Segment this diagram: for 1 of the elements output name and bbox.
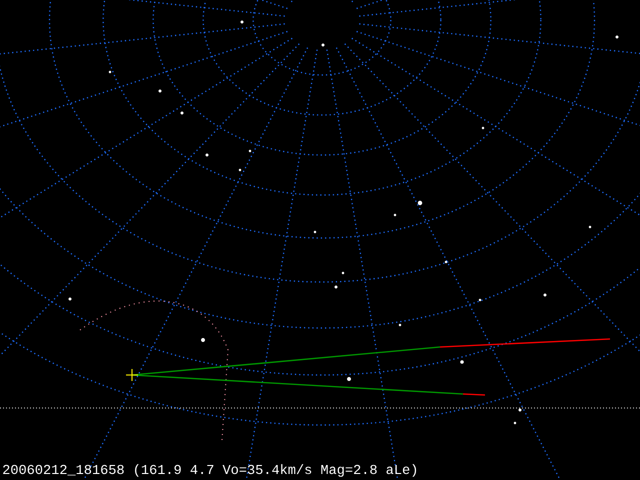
caption-text: 20060212_181658 (161.9 4.7 Vo=35.4km/s Mag=2.8 aLe) — [3, 464, 416, 477]
